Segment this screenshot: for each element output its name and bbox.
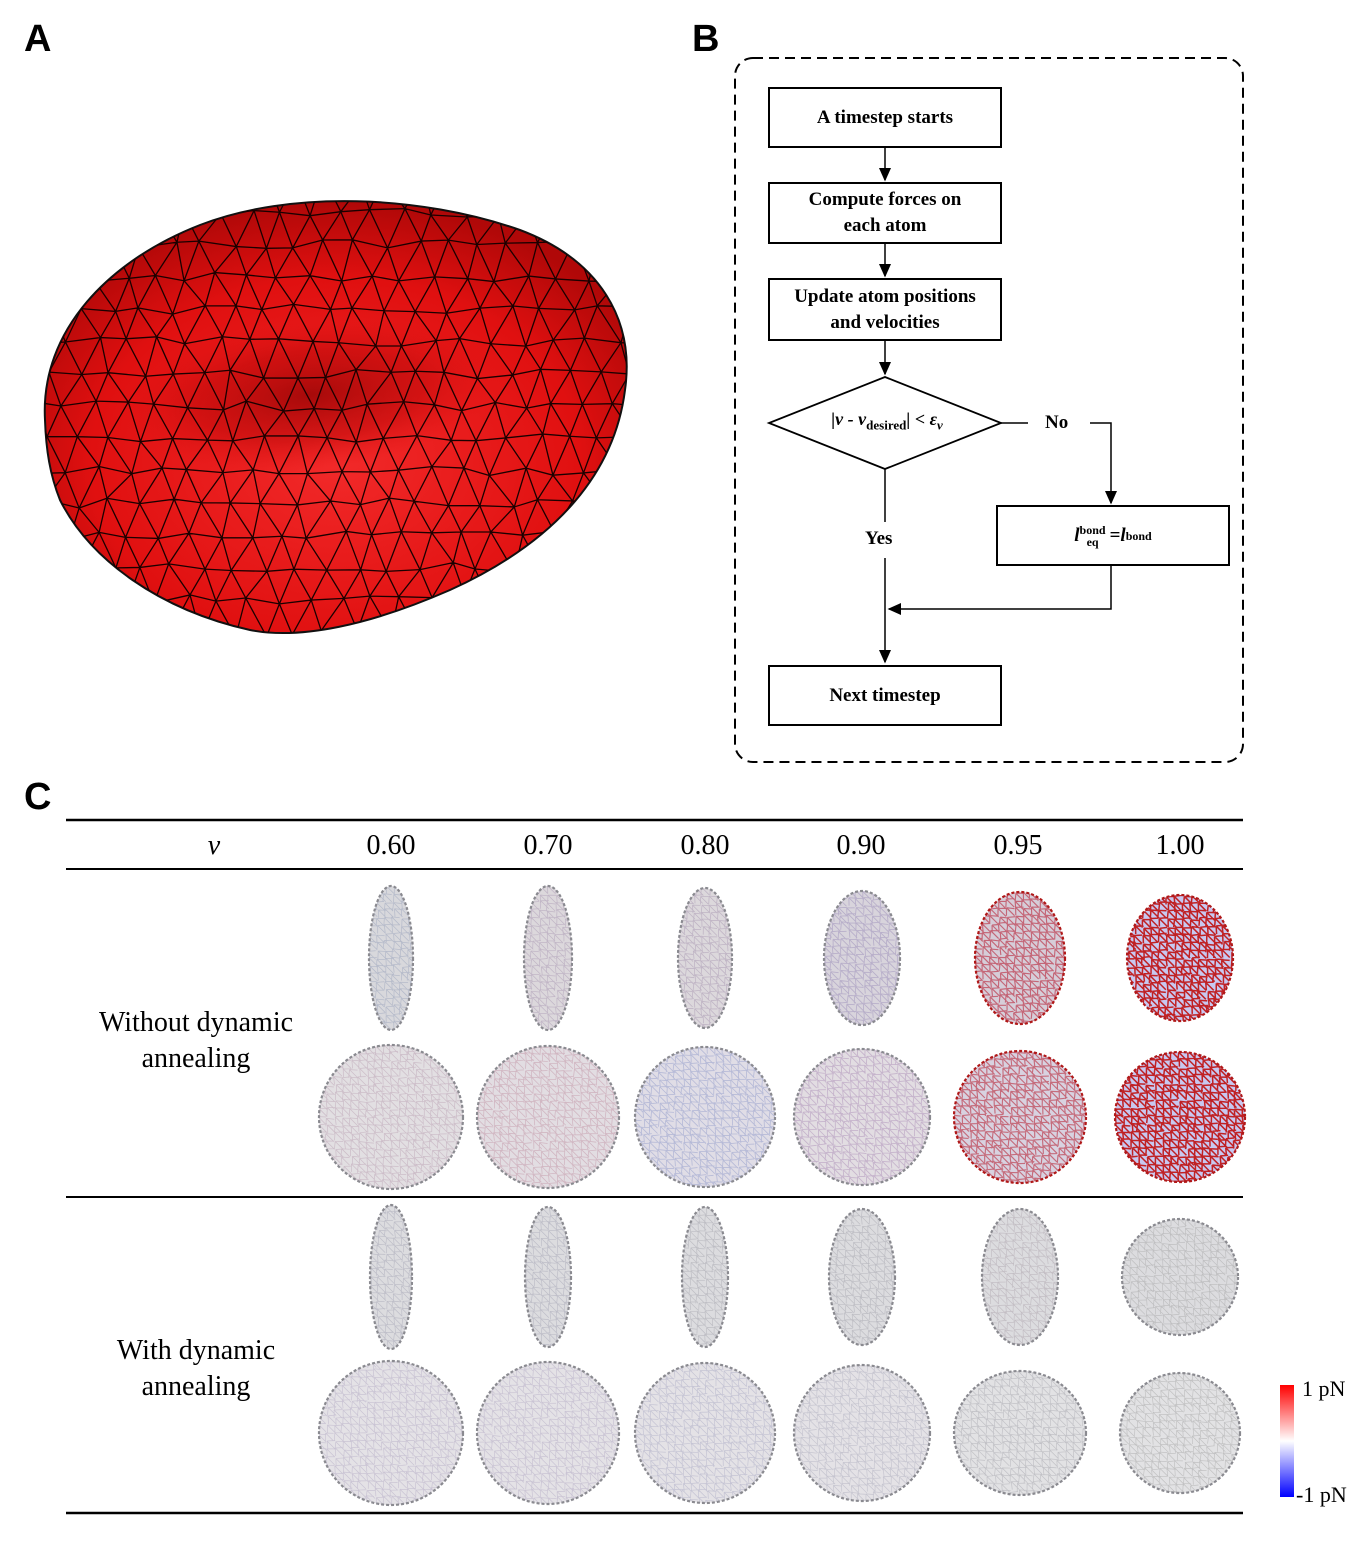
cell-with-side-3	[827, 1207, 897, 1347]
row-label-with: With dynamic annealing	[116, 1335, 276, 1402]
colorbar-max-label: 1 pN	[1302, 1376, 1346, 1401]
cell-with-side-5	[1120, 1217, 1240, 1337]
header-col-5: 1.00	[1155, 830, 1205, 861]
cell-without-side-0	[367, 884, 415, 1032]
panel-label-b: B	[692, 18, 720, 60]
condition-text: |ν - νdesired| < εν	[831, 409, 943, 433]
header-col-3: 0.90	[836, 830, 886, 861]
header-col-1: 0.70	[523, 830, 573, 861]
cell-with-top-2	[633, 1361, 777, 1505]
panel-label-c: C	[24, 776, 52, 818]
header-col-4: 0.95	[993, 830, 1043, 861]
colorbar-min-label: -1 pN	[1296, 1482, 1347, 1507]
cell-without-side-3	[822, 889, 902, 1027]
cell-without-side-4	[973, 890, 1067, 1026]
cell-with-top-5	[1118, 1371, 1242, 1495]
dashed-border	[734, 57, 1244, 763]
cell-without-top-1	[475, 1044, 621, 1190]
line-action-merge	[887, 566, 1112, 615]
yes-label: Yes	[865, 528, 893, 549]
cell-without-top-5	[1113, 1050, 1247, 1184]
cell-without-side-5	[1125, 893, 1235, 1023]
cell-with-top-1	[475, 1360, 621, 1506]
flowchart-frame	[734, 57, 1244, 763]
panel-label-a: A	[24, 18, 52, 60]
row-label-without: Without dynamic annealing	[98, 1007, 294, 1074]
step-forces-box: Compute forces on each atom	[768, 182, 1002, 244]
cell-with-side-4	[980, 1207, 1060, 1347]
cell-without-top-0	[317, 1043, 465, 1191]
cell-without-top-2	[633, 1045, 777, 1189]
header-col-0: 0.60	[366, 830, 416, 861]
cell-with-top-4	[952, 1369, 1088, 1497]
cell-without-top-3	[792, 1047, 932, 1187]
cell-with-top-0	[317, 1359, 465, 1507]
cell-with-side-1	[523, 1205, 573, 1349]
step-start-box: A timestep starts	[768, 87, 1002, 148]
header-col-2: 0.80	[680, 830, 730, 861]
step-update-box: Update atom positions and velocities	[768, 278, 1002, 341]
cell-with-side-2	[680, 1205, 730, 1349]
rbc-dimple	[120, 317, 500, 473]
colorbar	[1280, 1385, 1294, 1497]
no-label: No	[1045, 412, 1069, 433]
cell-without-side-2	[676, 886, 734, 1030]
step-next-box: Next timestep	[768, 665, 1002, 726]
cell-with-side-0	[368, 1203, 414, 1351]
cell-without-side-1	[522, 884, 574, 1032]
cell-without-top-4	[952, 1049, 1088, 1185]
red-blood-cell-mesh	[43, 200, 628, 635]
cell-with-top-3	[792, 1363, 932, 1503]
line-no-2	[1090, 422, 1117, 505]
header-nu: ν	[207, 830, 221, 861]
